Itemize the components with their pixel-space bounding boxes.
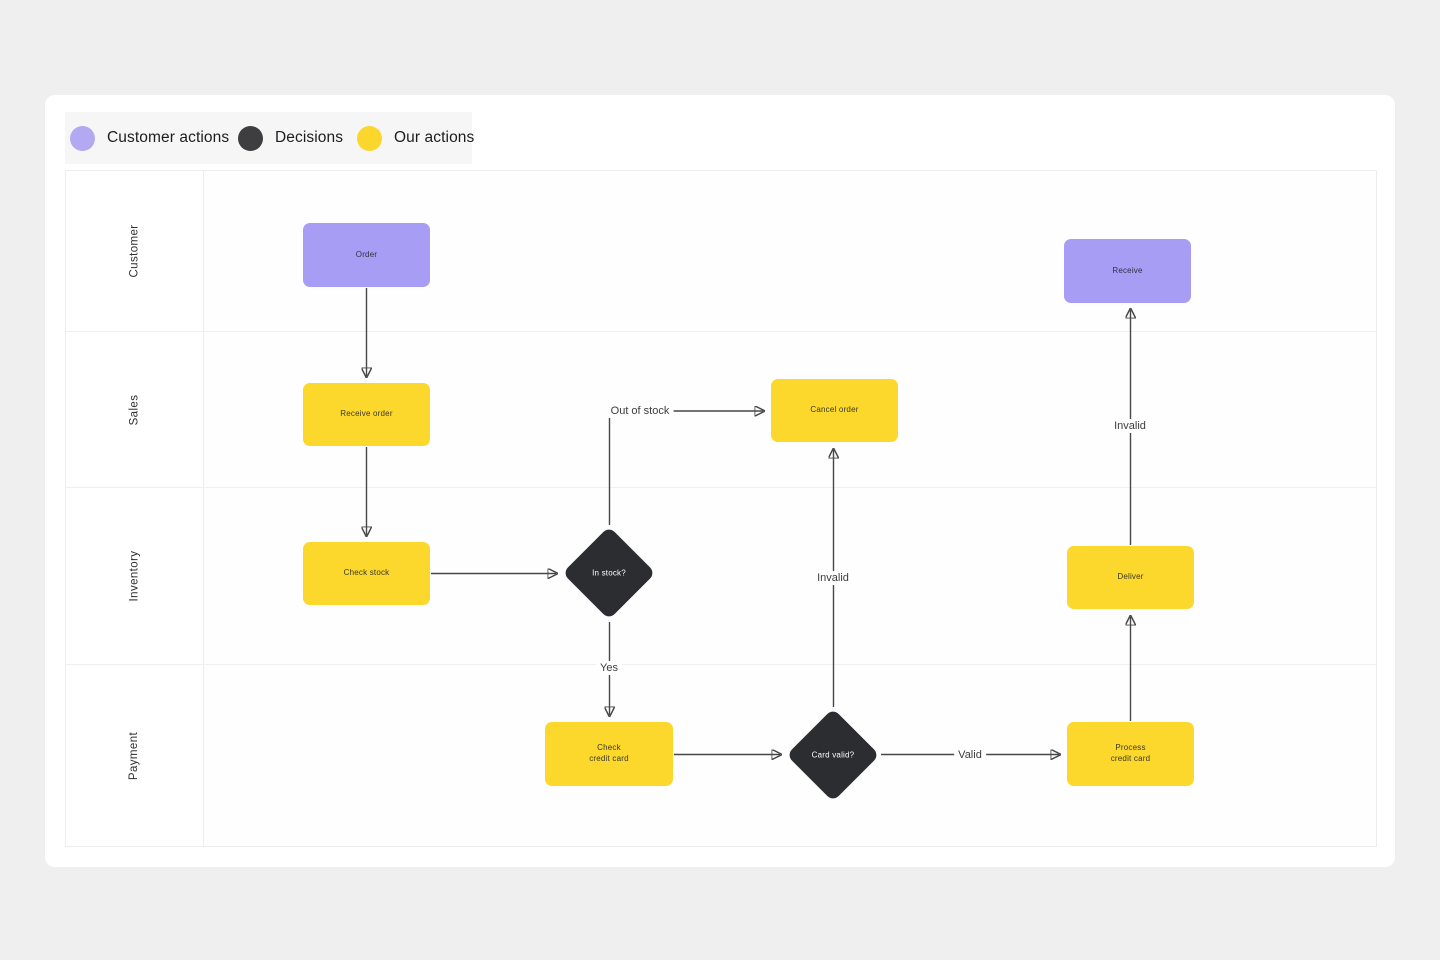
node-deliver[interactable]: Deliver — [1067, 546, 1194, 609]
our-actions-color-swatch — [357, 125, 382, 151]
node-label: Check stock — [343, 568, 390, 578]
node-process-credit-card[interactable]: Process credit card — [1067, 722, 1194, 786]
lane-label-cell-customer[interactable]: Customer — [66, 171, 204, 331]
node-order[interactable]: Order — [303, 223, 430, 287]
legend: Customer actions Decisions Our actions — [65, 112, 474, 164]
edge-label-out-of-stock: Out of stock — [606, 404, 674, 418]
node-label-line1: Process — [1115, 743, 1146, 753]
node-label: Order — [355, 249, 378, 259]
legend-label: Customer actions — [107, 129, 230, 146]
node-label: Deliver — [1117, 572, 1144, 582]
node-receive-order[interactable]: Receive order — [303, 383, 430, 446]
node-label: Receive order — [340, 409, 393, 419]
node-label-line2: credit card — [1110, 754, 1151, 763]
lane-label: Inventory — [128, 550, 141, 602]
customer-actions-color-swatch — [70, 125, 95, 151]
lane-label: Customer — [128, 224, 141, 278]
edge-label-yes: Yes — [596, 661, 622, 675]
lane-payment: Payment — [66, 665, 1376, 846]
node-label: Receive — [1112, 265, 1143, 275]
legend-item-customer-actions[interactable]: Customer actions — [70, 117, 229, 159]
legend-item-decisions[interactable]: Decisions — [238, 117, 343, 159]
edge-label-invalid-card: Invalid — [813, 571, 853, 585]
node-cancel-order[interactable]: Cancel order — [771, 379, 898, 442]
decisions-color-swatch — [238, 125, 263, 151]
legend-item-our-actions[interactable]: Our actions — [357, 117, 474, 159]
lane-sales: Sales — [66, 332, 1376, 488]
node-check-stock[interactable]: Check stock — [303, 542, 430, 605]
node-check-credit-card[interactable]: Check credit card — [545, 722, 673, 786]
lane-label-cell-payment[interactable]: Payment — [66, 665, 204, 846]
lane-customer: Customer — [66, 171, 1376, 332]
node-label: Card valid? — [811, 750, 855, 760]
node-label-line2: credit card — [589, 754, 629, 763]
lane-inventory: Inventory — [66, 488, 1376, 665]
lane-label-cell-sales[interactable]: Sales — [66, 332, 204, 487]
edge-label-valid: Valid — [954, 748, 986, 762]
node-label-line1: Check — [597, 743, 621, 753]
node-label: In stock? — [592, 568, 626, 578]
legend-label: Decisions — [275, 129, 344, 146]
node-receive[interactable]: Receive — [1064, 239, 1191, 303]
lane-label: Payment — [128, 731, 141, 780]
lane-label-cell-inventory[interactable]: Inventory — [66, 488, 204, 664]
node-label: Cancel order — [810, 405, 859, 415]
edge-label-invalid-deliver: Invalid — [1110, 419, 1150, 433]
lane-label: Sales — [128, 394, 141, 425]
legend-label: Our actions — [394, 129, 475, 146]
